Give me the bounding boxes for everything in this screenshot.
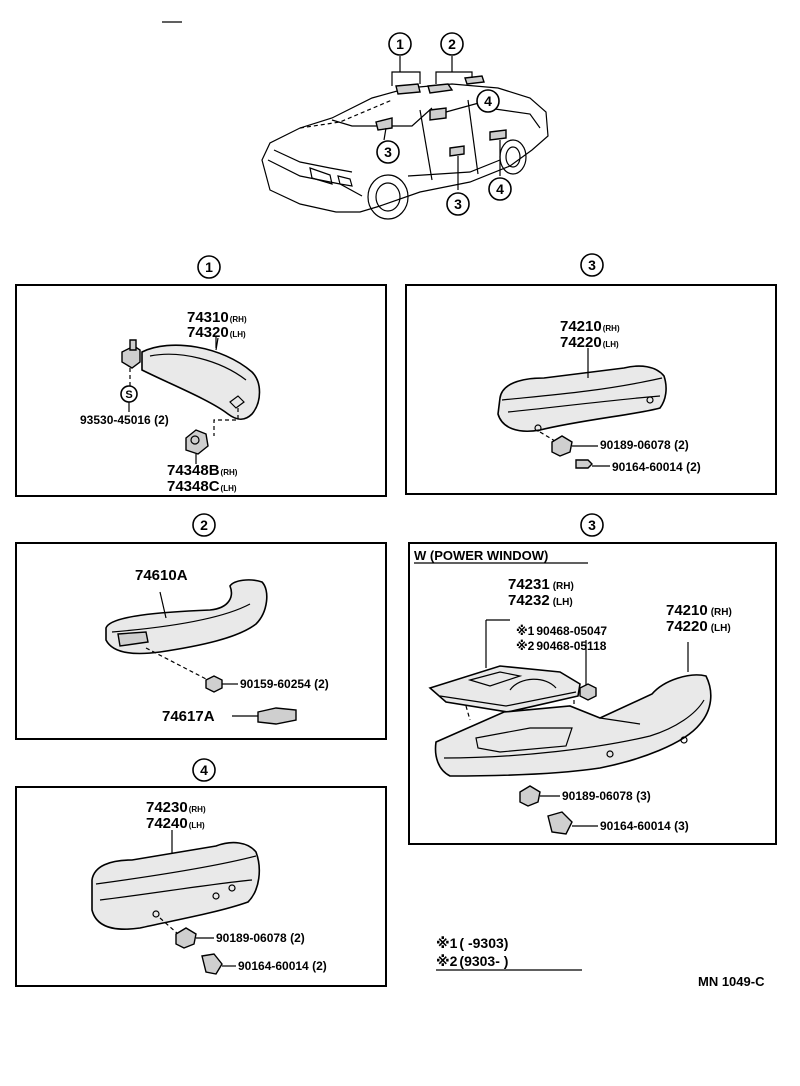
screw-s-mark: S [125,389,132,401]
s1-part-b: 74320(LH) [187,324,246,341]
s3w-nut-label: 90189-06078 (3) [562,789,651,803]
s2-handle-label: 74610A [135,567,188,584]
s4-nut-label: 90189-06078 (2) [216,931,305,945]
s3-screw-label: 90164-60014 (2) [612,460,701,474]
section-2-assist-grip: 2 74610A 90159-60254 (2) 74617A [15,513,387,740]
index-circle-1: 1 [396,36,404,52]
s3w-screw-label: 90164-60014 (3) [600,819,689,833]
s3-part-a: 74210(RH) [560,318,620,335]
section-3-power-window: 3 W (POWER WINDOW) 74231(RH) 74232(LH) ※… [408,513,777,845]
s3-part-b: 74220(LH) [560,334,619,351]
switch-screw [579,683,597,701]
index-circle-2: 2 [448,36,456,52]
s2-screw-label: 90159-60254 (2) [240,677,329,691]
s3-nut [551,435,573,457]
note-2: ※2(9303- ) [436,953,508,969]
note-1: ※1( -9303) [436,935,508,951]
s4-screw-label: 90164-60014 (2) [238,959,327,973]
s4-part-a: 74230(RH) [146,799,206,816]
s3-nut-label: 90189-06078 (2) [600,438,689,452]
power-armrest-part [434,674,712,777]
s3w-arm-a: 74210(RH) [666,602,732,619]
armrest-part [497,365,667,432]
section-1-index: 1 [205,259,213,275]
section-4-armrest: 4 74230(RH) 74240(LH) 90189-06078 (2) 90… [15,758,387,987]
sun-visor-part [141,344,261,421]
index-circle-3-door: 3 [454,196,462,212]
section-1-sun-visor: 1 S 74310(RH) 74320(LH) 93530-45016 (2) … [15,255,387,497]
s4-screw [201,953,223,975]
s4-nut [175,927,197,949]
section-2-index: 2 [200,517,208,533]
s3w-switch-a: 74231(RH) [508,576,574,593]
section-3w-index: 3 [588,517,596,533]
section-3-index: 3 [588,257,596,273]
s2-cap-label: 74617A [162,708,215,725]
diagram-code: MN 1049-C [698,974,765,989]
index-circle-3-front: 3 [384,144,392,160]
s2-cap [257,707,297,725]
s3-screw [575,459,593,469]
s1-screw: 93530-45016 (2) [80,413,169,427]
footnotes: ※1( -9303) ※2(9303- ) MN 1049-C [436,935,765,989]
index-circle-4-rear: 4 [496,181,504,197]
s3w-nut [519,785,541,807]
car-illustration: 1 2 4 3 3 4 [162,21,549,220]
s1-part-a: 74310(RH) [187,309,247,326]
s1-clip-b: 74348C(LH) [167,478,237,495]
s3w-arm-b: 74220(LH) [666,618,731,635]
s2-screw [205,675,223,693]
visor-clip-part [185,429,209,455]
s4-part-b: 74240(LH) [146,815,205,832]
s3w-switch-b: 74232(LH) [508,592,573,609]
section-3-armrest: 3 74210(RH) 74220(LH) 90189-06078 (2) 90… [405,253,777,495]
s3w-screw [547,811,573,835]
index-circle-4-roof: 4 [484,93,492,109]
section-4-index: 4 [200,762,208,778]
s1-clip-a: 74348B(RH) [167,462,238,479]
power-window-title: W (POWER WINDOW) [414,548,548,563]
